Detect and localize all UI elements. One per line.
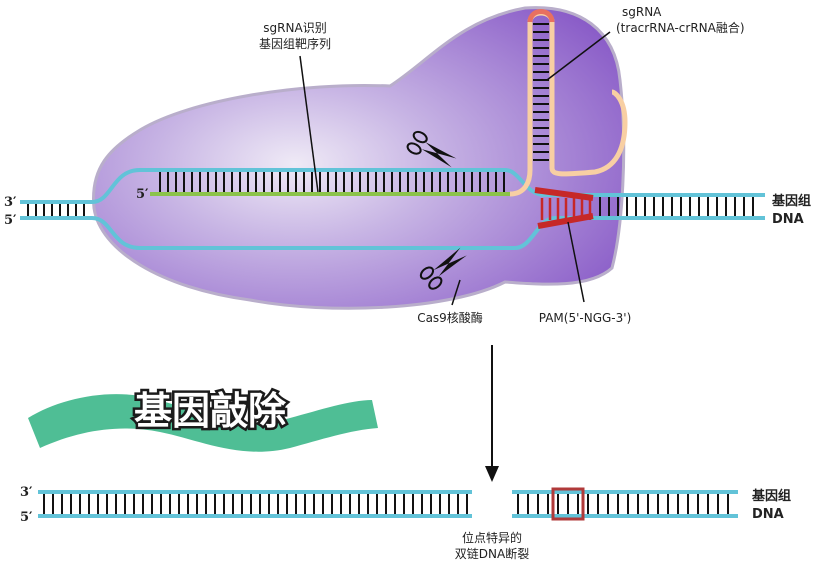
cleaved-dna bbox=[38, 487, 738, 521]
leader-sgrna bbox=[546, 31, 611, 81]
dna-strand-top bbox=[20, 168, 765, 204]
label-genome-dna-bottom-2: DNA bbox=[752, 507, 784, 522]
base-pairs-right bbox=[599, 197, 754, 216]
label-sgrna-target-2: 基因组靶序列 bbox=[259, 36, 331, 51]
cas9-protein bbox=[91, 6, 626, 310]
label-five-prime-bottom: 5′ bbox=[20, 510, 33, 525]
label-cas9: Cas9核酸酶 bbox=[417, 310, 483, 325]
knockout-title: 基因敲除 bbox=[134, 389, 287, 433]
cleaved-base-pairs-left bbox=[43, 494, 468, 514]
label-genome-dna-top-1: 基因组 bbox=[771, 193, 811, 209]
cleaved-pam-box bbox=[551, 487, 585, 521]
stem-base-pairs bbox=[533, 23, 549, 161]
genomic-dna-top bbox=[20, 168, 765, 250]
label-sgrna-target-1: sgRNA识别 bbox=[263, 21, 326, 35]
pam-motif bbox=[534, 187, 594, 229]
pam-bottom-strand bbox=[537, 213, 594, 229]
label-sgrna-2: (tracrRNA-crRNA融合) bbox=[616, 20, 745, 35]
banner-ribbon bbox=[28, 394, 378, 452]
pam-base-pairs bbox=[540, 198, 592, 220]
guide-base-pairs bbox=[159, 172, 505, 192]
leader-cas9 bbox=[451, 279, 461, 306]
label-genome-dna-top-2: DNA bbox=[772, 212, 804, 227]
knockout-banner: 基因敲除 bbox=[28, 387, 378, 452]
pam-top-strand bbox=[534, 187, 594, 201]
label-dsb-1: 位点特异的 bbox=[462, 530, 522, 545]
label-five-prime-guide: 5′ bbox=[136, 187, 149, 202]
down-arrow bbox=[485, 345, 499, 482]
base-pairs-left bbox=[27, 204, 85, 216]
label-three-prime-top: 3′ bbox=[4, 195, 17, 210]
label-sgrna-1: sgRNA bbox=[622, 5, 662, 19]
sgrna-stem bbox=[509, 10, 628, 197]
cleaved-base-pairs-right bbox=[517, 494, 729, 514]
leader-pam bbox=[567, 221, 585, 303]
label-genome-dna-bottom-1: 基因组 bbox=[751, 488, 791, 504]
sgrna-loop bbox=[527, 9, 555, 23]
dna-strand-bottom bbox=[20, 216, 765, 250]
label-dsb-2: 双链DNA断裂 bbox=[455, 546, 529, 561]
label-pam: PAM(5'-NGG-3') bbox=[539, 311, 632, 325]
leader-sgrna-target bbox=[299, 55, 319, 193]
label-five-prime-top: 5′ bbox=[4, 213, 17, 228]
scissors-icon bbox=[406, 130, 457, 168]
sgrna-scaffold bbox=[509, 9, 628, 197]
label-three-prime-bottom: 3′ bbox=[20, 485, 33, 500]
scissors-icon bbox=[419, 247, 467, 290]
